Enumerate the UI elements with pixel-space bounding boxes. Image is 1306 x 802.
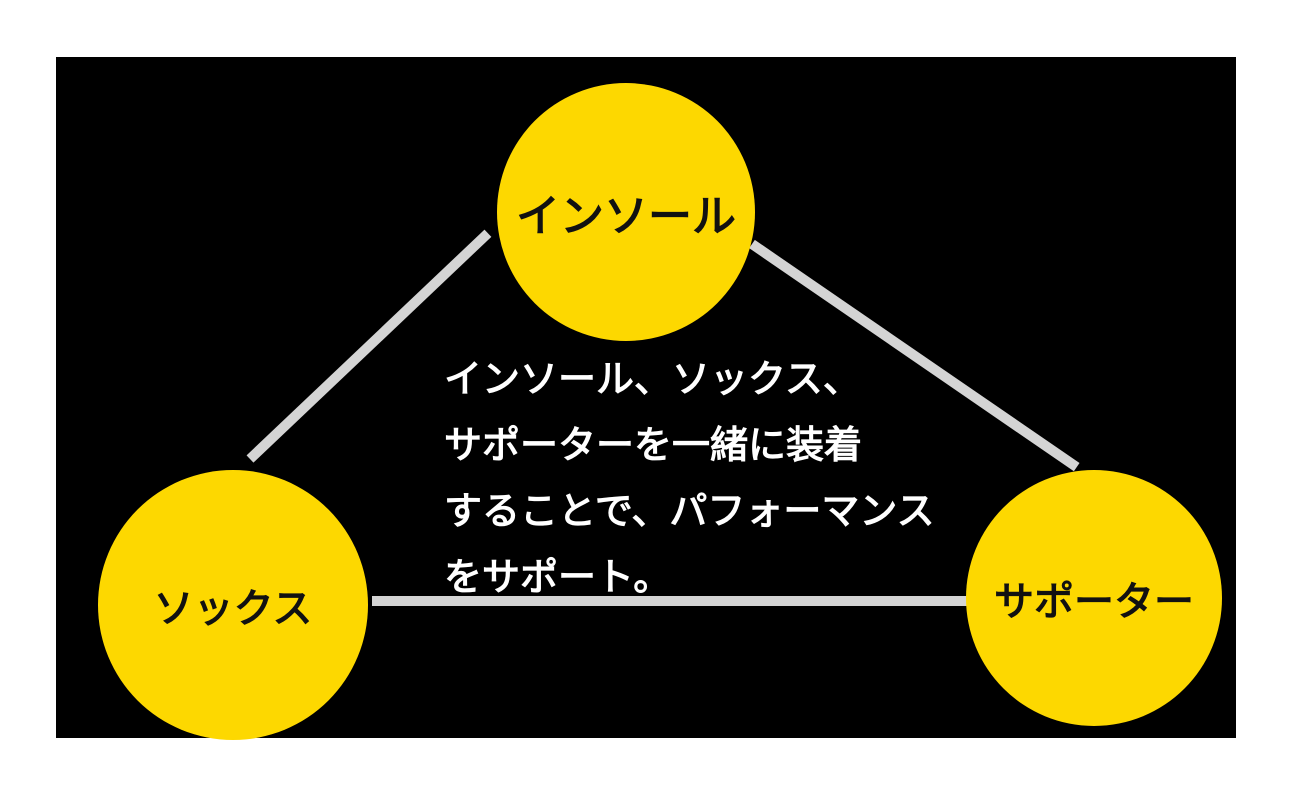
node-socks: ソックス	[98, 470, 368, 740]
node-supporter: サポーター	[966, 470, 1222, 726]
node-insole: インソール	[497, 83, 755, 341]
description-line: をサポート。	[444, 555, 672, 599]
description-line: することで、パフォーマンス	[444, 489, 935, 533]
description-line: インソール、ソックス、	[444, 357, 861, 401]
node-socks-label: ソックス	[153, 586, 313, 632]
center-description: インソール、ソックス、 サポーターを一緒に装着 することで、パフォーマンス をサ…	[444, 346, 964, 610]
connector-bottom	[372, 596, 968, 606]
node-insole-label: インソール	[516, 191, 736, 242]
description-line: サポーターを一緒に装着	[444, 423, 863, 467]
node-supporter-label: サポーター	[994, 579, 1194, 625]
